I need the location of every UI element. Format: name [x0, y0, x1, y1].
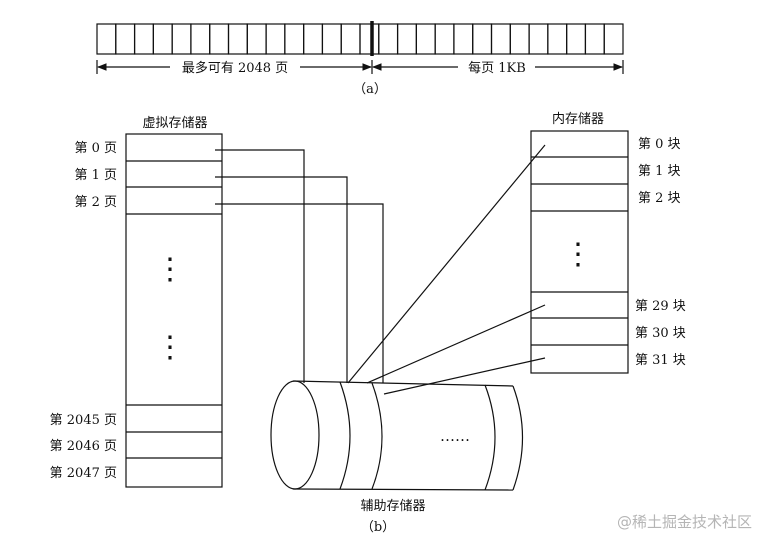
bar-cell: [415, 23, 436, 55]
bar-cells: [96, 23, 624, 55]
vpage-1-label: 第 1 页: [74, 168, 117, 183]
mapping-lines: [215, 144, 546, 395]
block-2-label: 第 2 块: [638, 191, 681, 206]
block-31-label: 第 31 块: [635, 353, 686, 368]
block-1-label: 第 1 块: [638, 164, 681, 179]
vpage-2047-label: 第 2047 页: [50, 466, 117, 481]
vpage-2045-label: 第 2045 页: [50, 413, 117, 428]
dimension-markers: [96, 60, 624, 74]
caption-b: （b）: [361, 520, 395, 535]
map-disk-to-block0: [347, 144, 546, 384]
bar-cell: [115, 23, 136, 55]
bar-cell: [321, 23, 342, 55]
map-page0-to-disk: [215, 149, 305, 383]
map-page2-to-disk: [215, 203, 384, 383]
page-size-label: 每页 1KB: [468, 60, 526, 76]
bar-cell: [340, 23, 361, 55]
bar-cell: [190, 23, 211, 55]
bar-cell: [547, 23, 568, 55]
bar-cell: [603, 23, 624, 55]
vmem-ellipsis-upper: ⋮: [155, 252, 185, 287]
vpage-2-label: 第 2 页: [74, 195, 117, 210]
bar-cell: [152, 23, 173, 55]
mmem-ellipsis: ⋮: [563, 237, 593, 272]
block-30-label: 第 30 块: [635, 326, 686, 341]
bar-cell: [584, 23, 605, 55]
main-memory-title: 内存储器: [552, 111, 604, 127]
bar-cell: [490, 23, 511, 55]
auxiliary-memory-title: 辅助存储器: [360, 499, 425, 514]
bar-cell: [133, 23, 154, 55]
bar-cell: [303, 23, 324, 55]
main-memory-column: [530, 130, 629, 374]
virtual-memory-column: [125, 133, 223, 488]
bar-cell: [171, 23, 192, 55]
bar-cell: [96, 23, 117, 55]
block-0-label: 第 0 块: [638, 137, 681, 152]
bar-cell: [453, 23, 474, 55]
auxiliary-memory-cylinder: [270, 380, 524, 491]
bar-cell: [472, 23, 493, 55]
bar-cell: [396, 23, 417, 55]
bar-cell: [209, 23, 230, 55]
caption-a: （a）: [353, 82, 387, 97]
aux-ellipsis: ……: [440, 427, 470, 445]
max-pages-label: 最多可有 2048 页: [182, 60, 288, 76]
map-page1-to-disk: [215, 176, 348, 383]
map-disk-to-block29: [366, 304, 546, 384]
bar-cell: [528, 23, 549, 55]
bar-cell: [378, 23, 399, 55]
watermark: @稀土掘金技术社区: [617, 513, 752, 531]
map-disk-to-block31: [383, 357, 546, 395]
bar-cell: [246, 23, 267, 55]
bar-cell: [434, 23, 455, 55]
bar-cell: [265, 23, 286, 55]
page-table-bar: [96, 21, 624, 56]
bar-cell: [566, 23, 587, 55]
vmem-ellipsis-lower: ⋮: [155, 330, 185, 365]
bar-cell: [284, 23, 305, 55]
vpage-2046-label: 第 2046 页: [50, 439, 117, 454]
block-29-label: 第 29 块: [635, 299, 686, 314]
bar-cell: [359, 23, 380, 55]
vpage-0-label: 第 0 页: [74, 141, 117, 156]
virtual-memory-title: 虚拟存储器: [142, 116, 207, 131]
bar-cell: [509, 23, 530, 55]
bar-cell: [227, 23, 248, 55]
